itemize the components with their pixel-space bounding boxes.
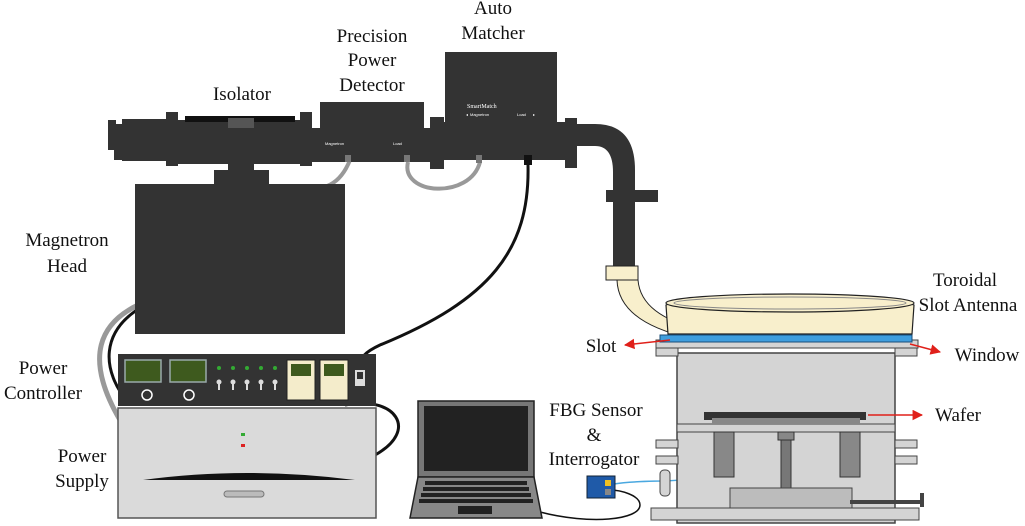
label-toroidal-slot-antenna-line2: Slot Antenna	[919, 295, 1018, 316]
label-precision-power-detector-line3: Detector	[339, 75, 405, 96]
label-power-controller-line1: Power	[19, 358, 68, 379]
svg-text:Load: Load	[393, 141, 402, 146]
magnetron-head-box	[135, 184, 345, 334]
matcher-port-right: Load	[517, 112, 526, 117]
label-isolator: Isolator	[213, 84, 272, 105]
chamber	[650, 339, 924, 524]
matcher-brand: SmartMatch	[467, 104, 497, 110]
label-fbg-sensor-line3: Interrogator	[549, 449, 640, 470]
label-power-supply-line1: Power	[58, 446, 107, 467]
fbg-sensor-box	[586, 475, 616, 499]
svg-text:▸: ▸	[533, 112, 535, 117]
label-magnetron-head-line2: Head	[47, 256, 88, 277]
label-fbg-sensor-line2: &	[587, 425, 602, 446]
isolator	[108, 112, 312, 188]
label-window: Window	[955, 345, 1020, 366]
auto-matcher: SmartMatch ◂ Magnetron Load ▸	[444, 52, 577, 168]
matcher-port-left: Magnetron	[470, 112, 489, 117]
power-supply	[117, 407, 377, 519]
label-precision-power-detector-line2: Power	[348, 50, 397, 71]
callout-arrows	[623, 338, 942, 421]
label-fbg-sensor-line1: FBG Sensor	[549, 400, 643, 421]
laptop	[409, 400, 543, 519]
power-controller	[118, 354, 376, 406]
label-toroidal-slot-antenna-line1: Toroidal	[933, 270, 997, 291]
label-power-supply-line2: Supply	[55, 471, 109, 492]
power-detector: Magnetron Load	[312, 102, 444, 169]
label-power-controller-line2: Controller	[4, 383, 83, 404]
label-precision-power-detector-line1: Precision	[337, 26, 408, 47]
toroidal-slot-antenna	[665, 293, 915, 335]
label-magnetron-head-line1: Magnetron	[25, 230, 109, 251]
dielectric-window	[659, 334, 913, 343]
label-wafer: Wafer	[935, 405, 982, 426]
label-auto-matcher-line2: Matcher	[461, 23, 525, 44]
label-slot: Slot	[586, 336, 617, 357]
label-auto-matcher-line1: Auto	[474, 0, 512, 19]
svg-text:◂: ◂	[466, 112, 468, 117]
svg-text:Magnetron: Magnetron	[325, 141, 344, 146]
